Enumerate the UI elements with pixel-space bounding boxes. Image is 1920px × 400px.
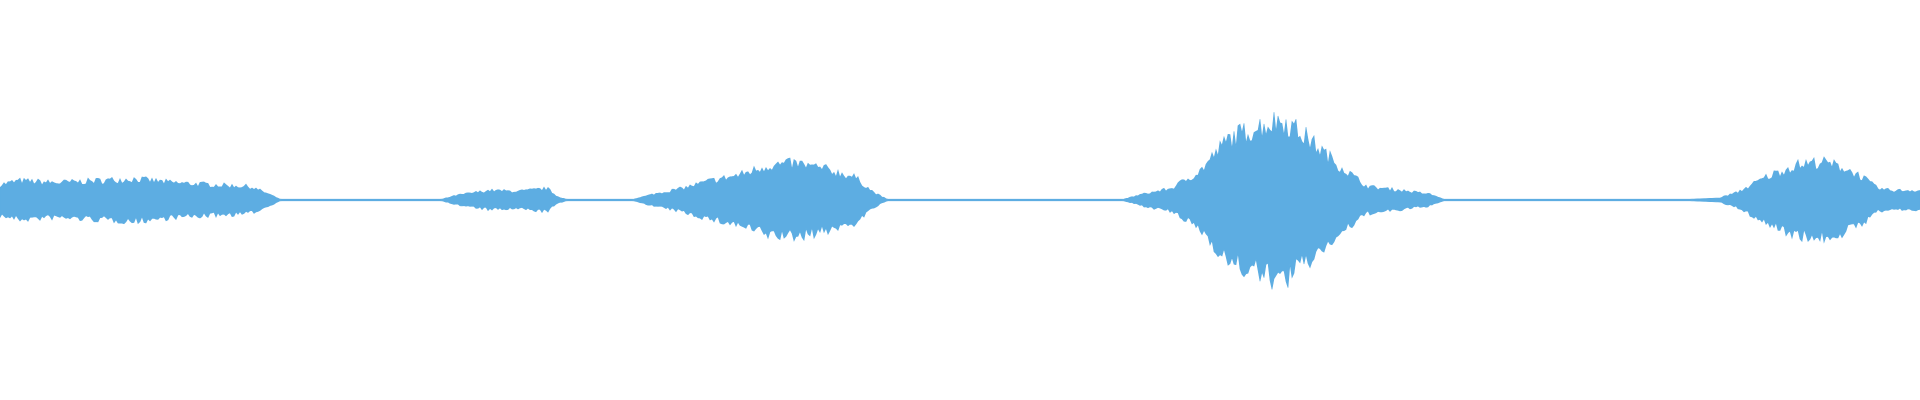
waveform-shape [0, 112, 1920, 290]
